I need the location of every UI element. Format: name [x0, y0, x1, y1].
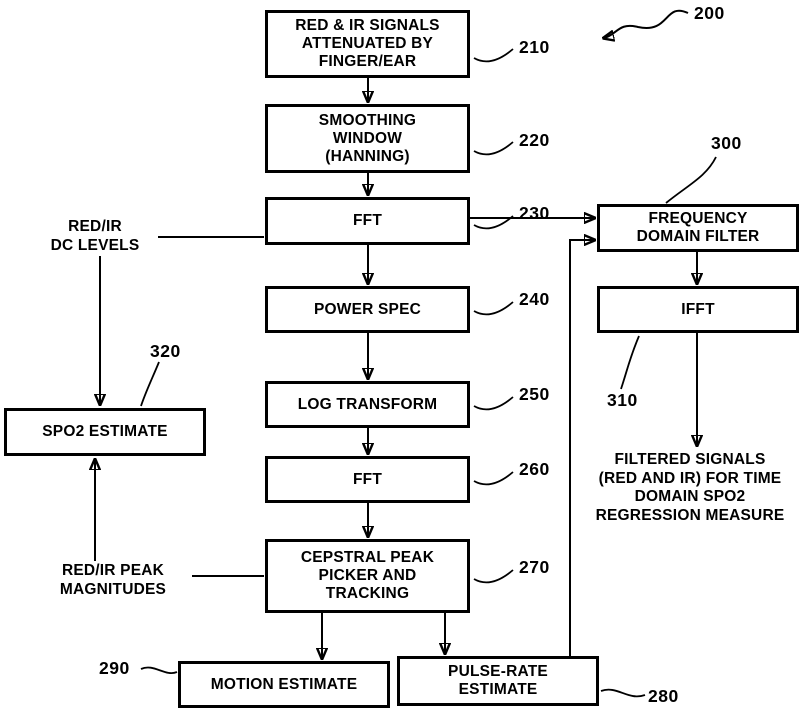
ref-220: 220	[519, 130, 550, 150]
ref-320: 320	[150, 341, 181, 361]
annotation-dc-levels: RED/IR DC LEVELS	[35, 218, 155, 255]
ref-260: 260	[519, 459, 550, 479]
leader-ref-290	[140, 666, 178, 674]
node-label-line: ATTENUATED BY	[301, 35, 434, 52]
annotation-line: DOMAIN SPO2	[634, 488, 746, 505]
node-label-line: PULSE-RATE	[448, 663, 548, 680]
node-label-line: ESTIMATE	[458, 681, 538, 698]
node-label: IFFT	[681, 300, 715, 318]
node-log-transform: LOG TRANSFORM	[265, 381, 470, 428]
arrow-pulserate-to-freqfilter	[569, 240, 594, 656]
annotation-line: MAGNITUDES	[59, 580, 167, 598]
leader-ref-220	[473, 141, 514, 156]
annotation-line: DC LEVELS	[50, 236, 140, 254]
node-label-line: FREQUENCY	[648, 210, 748, 227]
ref-290: 290	[99, 658, 130, 678]
node-label-line: FINGER/EAR	[318, 53, 417, 70]
node-cepstral-peak-picker: CEPSTRAL PEAK PICKER AND TRACKING	[265, 539, 470, 613]
node-label: POWER SPEC	[313, 300, 422, 318]
ref-250: 250	[519, 384, 550, 404]
leader-ref-310	[620, 335, 640, 390]
node-motion-estimate: MOTION ESTIMATE	[178, 661, 390, 708]
node-power-spec: POWER SPEC	[265, 286, 470, 333]
node-label-line: TRACKING	[325, 585, 410, 602]
node-spo2-estimate: SPO2 ESTIMATE	[4, 408, 206, 456]
ref-280: 280	[648, 686, 679, 706]
leader-ref-300	[665, 156, 717, 204]
ref-200: 200	[694, 3, 725, 23]
ref-310: 310	[607, 390, 638, 410]
node-label: FFT	[352, 470, 382, 488]
node-fft-1: FFT	[265, 197, 470, 245]
leader-ref-210	[473, 48, 514, 63]
arrow-fig-ref-200	[604, 9, 689, 38]
node-pulse-rate-estimate: PULSE-RATE ESTIMATE	[397, 656, 599, 706]
node-attenuated-signals: RED & IR SIGNALS ATTENUATED BY FINGER/EA…	[265, 10, 470, 78]
node-label: MOTION ESTIMATE	[210, 675, 358, 693]
ref-240: 240	[519, 289, 550, 309]
leader-ref-240	[473, 301, 514, 316]
node-label: LOG TRANSFORM	[297, 395, 438, 413]
annotation-line: FILTERED SIGNALS	[614, 451, 766, 468]
node-label-line: DOMAIN FILTER	[636, 228, 760, 245]
annotation-line: RED/IR	[68, 218, 122, 235]
leader-ref-260	[473, 471, 514, 486]
node-ifft: IFFT	[597, 286, 799, 333]
leader-ref-280	[600, 688, 646, 698]
annotation-filtered-signals: FILTERED SIGNALS (RED AND IR) FOR TIME D…	[578, 451, 802, 525]
node-label-line: PICKER AND	[318, 567, 417, 584]
node-fft-2: FFT	[265, 456, 470, 503]
leader-ref-320	[140, 361, 160, 407]
node-label-line: WINDOW	[332, 129, 403, 147]
node-smoothing-window: SMOOTHING WINDOW (HANNING)	[265, 104, 470, 173]
annotation-line: REGRESSION MEASURE	[595, 506, 785, 524]
ref-230: 230	[519, 203, 550, 223]
leader-ref-250	[473, 396, 514, 411]
node-label-line: CEPSTRAL PEAK	[300, 549, 435, 566]
ref-270: 270	[519, 557, 550, 577]
node-label-line: RED & IR SIGNALS	[295, 17, 440, 34]
node-label-line: SMOOTHING	[318, 111, 417, 129]
node-label-line: (HANNING)	[325, 147, 410, 165]
node-label: SPO2 ESTIMATE	[42, 423, 168, 440]
node-frequency-domain-filter: FREQUENCY DOMAIN FILTER	[597, 204, 799, 252]
annotation-peak-magnitudes: RED/IR PEAK MAGNITUDES	[38, 562, 188, 599]
ref-210: 210	[519, 37, 550, 57]
leader-ref-270	[473, 569, 514, 584]
annotation-line: (RED AND IR) FOR TIME	[598, 469, 782, 487]
annotation-line: RED/IR PEAK	[61, 562, 165, 579]
leader-ref-230	[473, 215, 514, 230]
ref-300: 300	[711, 133, 742, 153]
node-label: FFT	[352, 212, 382, 229]
